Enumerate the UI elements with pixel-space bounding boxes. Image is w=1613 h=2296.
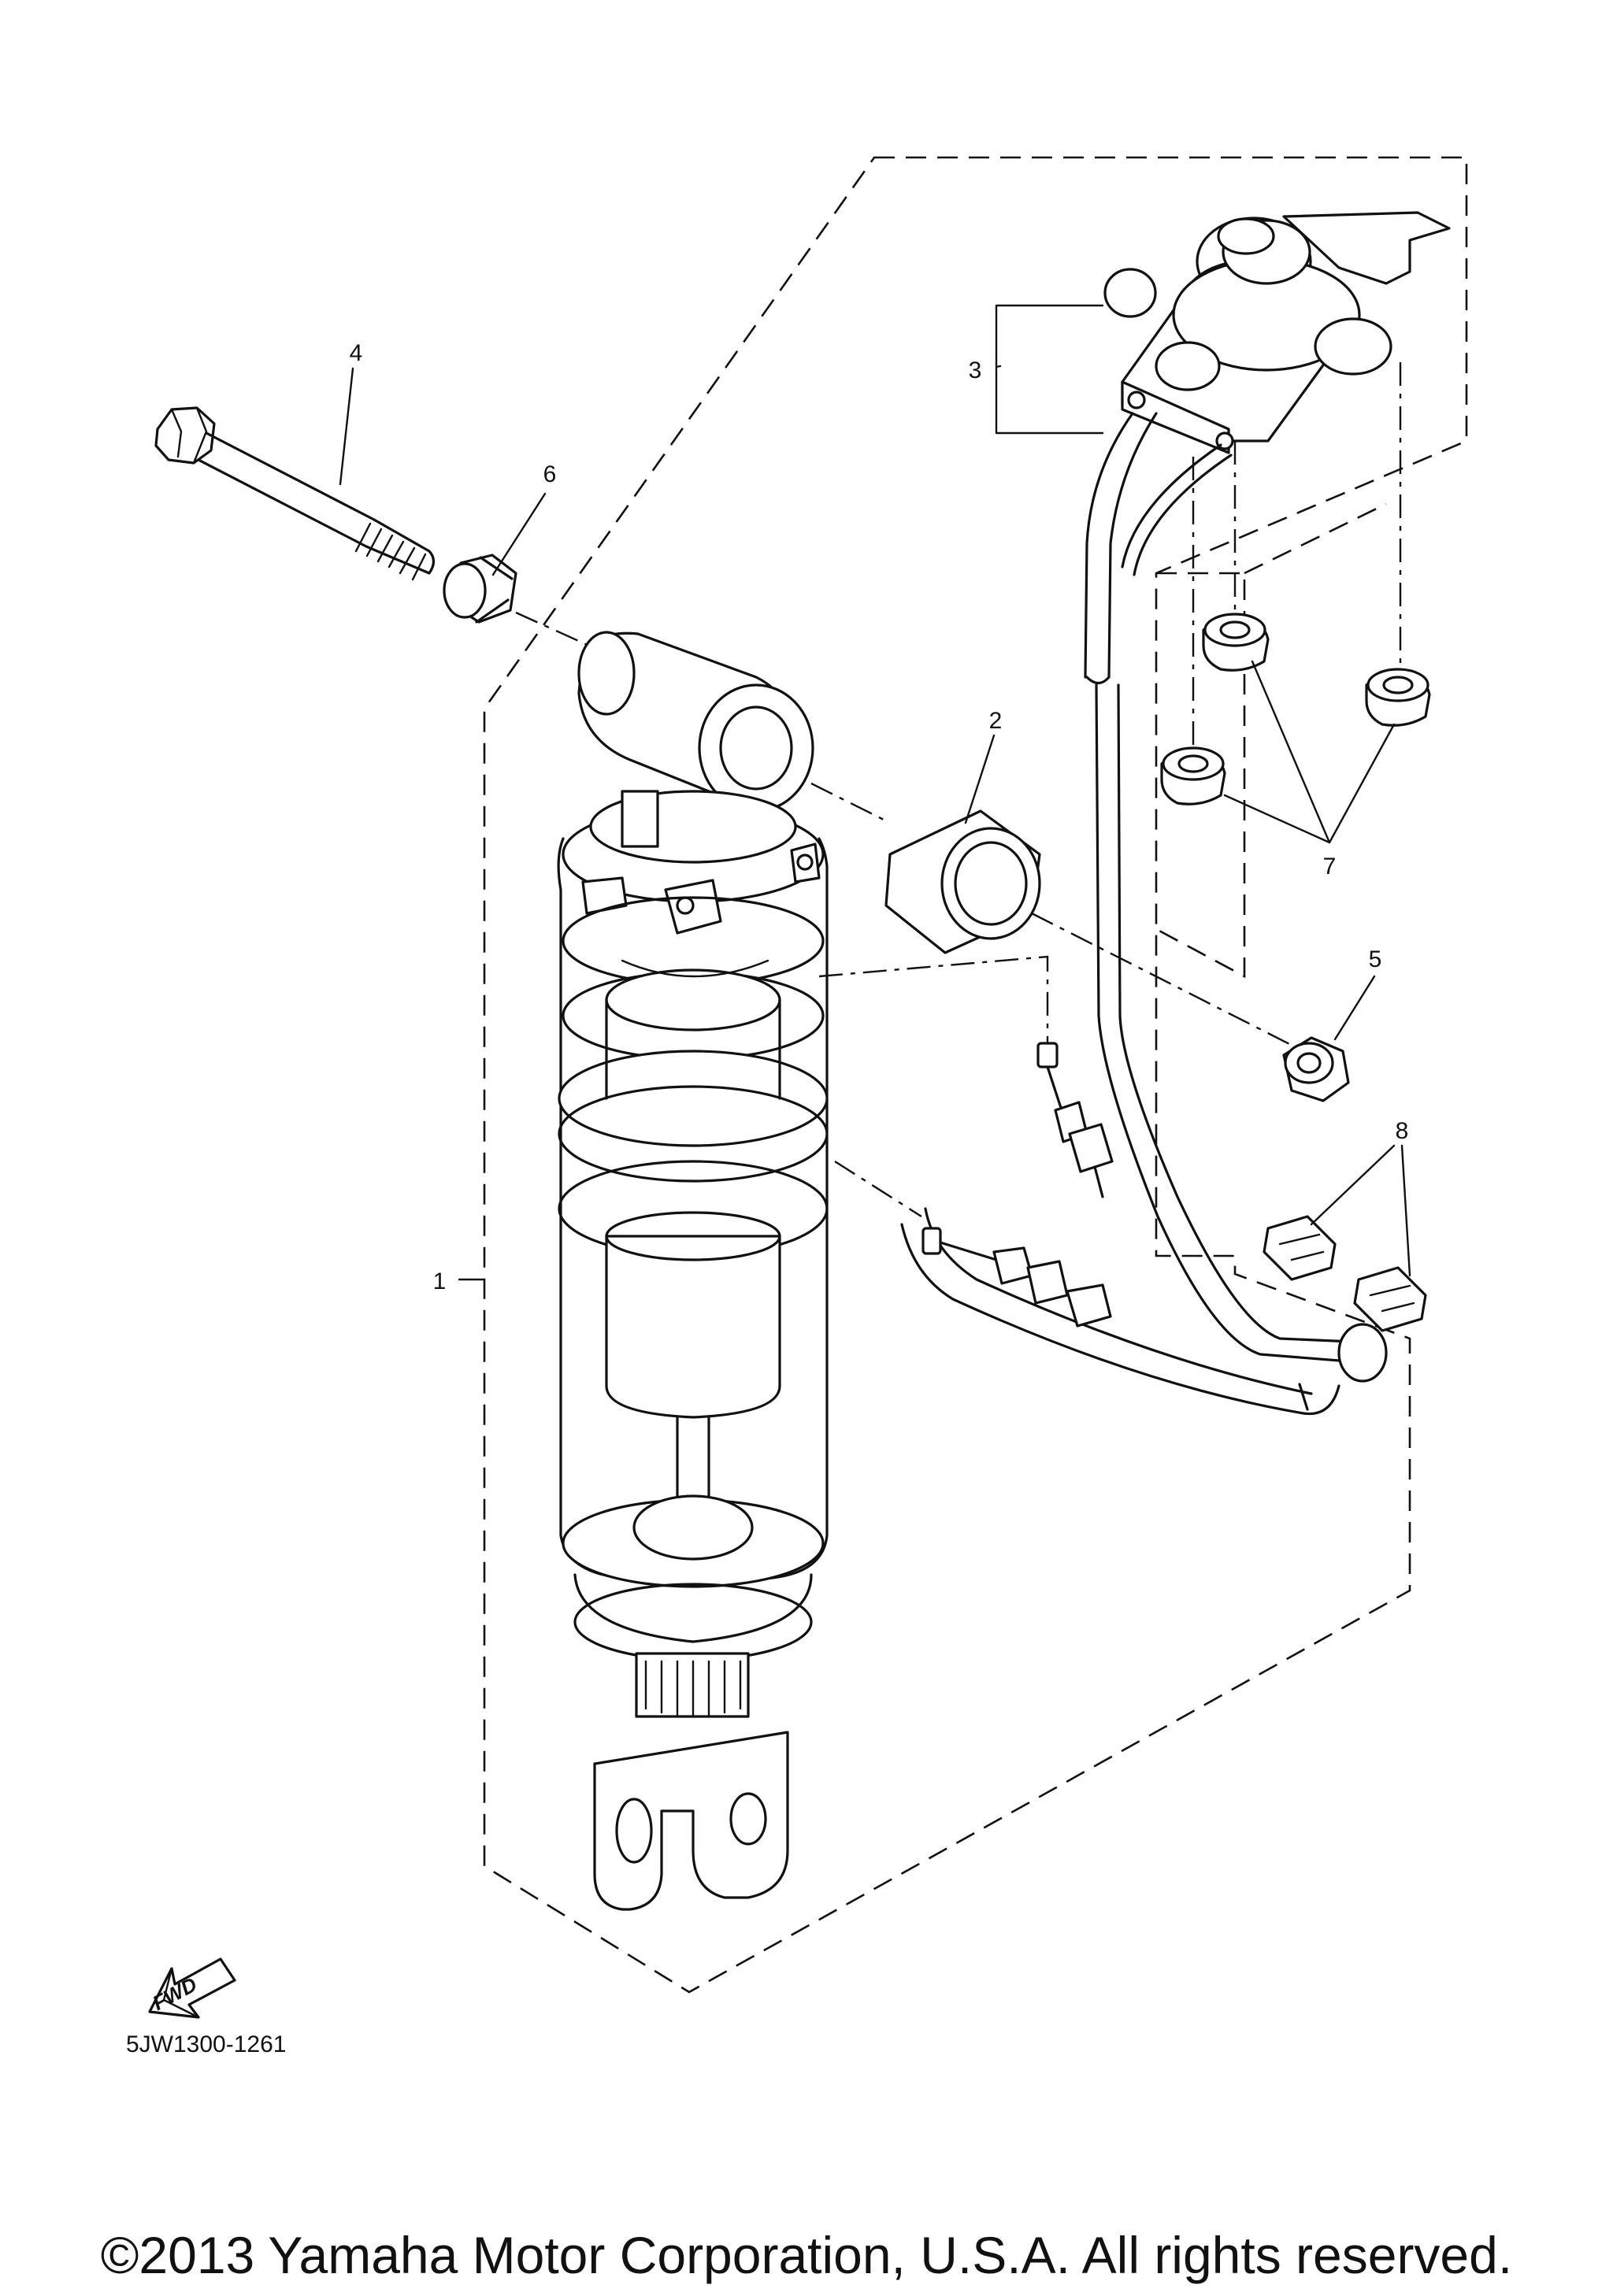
adjuster-fittings	[921, 1042, 1114, 1328]
callout-4: 4	[350, 340, 363, 366]
callout-5: 5	[1369, 946, 1382, 972]
shock-absorber	[557, 631, 829, 1911]
callout-8: 8	[1396, 1118, 1409, 1144]
callout-labels: 1 2 3 4 5 6 7 8	[350, 340, 1409, 1294]
bolt	[154, 406, 436, 581]
subgroup-boundary	[1155, 572, 1246, 979]
subgroup-boundary-2	[1244, 502, 1387, 575]
axis-line-bolt	[515, 611, 607, 655]
nut	[1282, 1036, 1350, 1102]
copyright-notice: ©2013 Yamaha Motor Corporation, U.S.A. A…	[100, 2226, 1513, 2284]
callout-3: 3	[969, 357, 982, 383]
axis-line-adjuster-2	[834, 1160, 922, 1218]
fwd-arrow-icon: FWD	[148, 1957, 236, 2019]
callout-6: 6	[543, 461, 557, 487]
collar-2	[884, 809, 1041, 954]
callout-1: 1	[433, 1268, 447, 1294]
callout-2: 2	[989, 708, 1003, 734]
assembly-boundary	[483, 156, 1468, 1994]
clips	[1263, 1215, 1427, 1332]
collar	[443, 554, 517, 624]
grommets	[1160, 362, 1431, 805]
axis-line-collar	[810, 782, 1304, 1053]
axis-line-adjuster	[818, 955, 1049, 1047]
callout-7: 7	[1323, 854, 1337, 880]
drawing-code: 5JW1300-1261	[126, 2031, 286, 2057]
leader-lines	[339, 304, 1411, 1281]
remote-adjuster	[900, 211, 1451, 1416]
